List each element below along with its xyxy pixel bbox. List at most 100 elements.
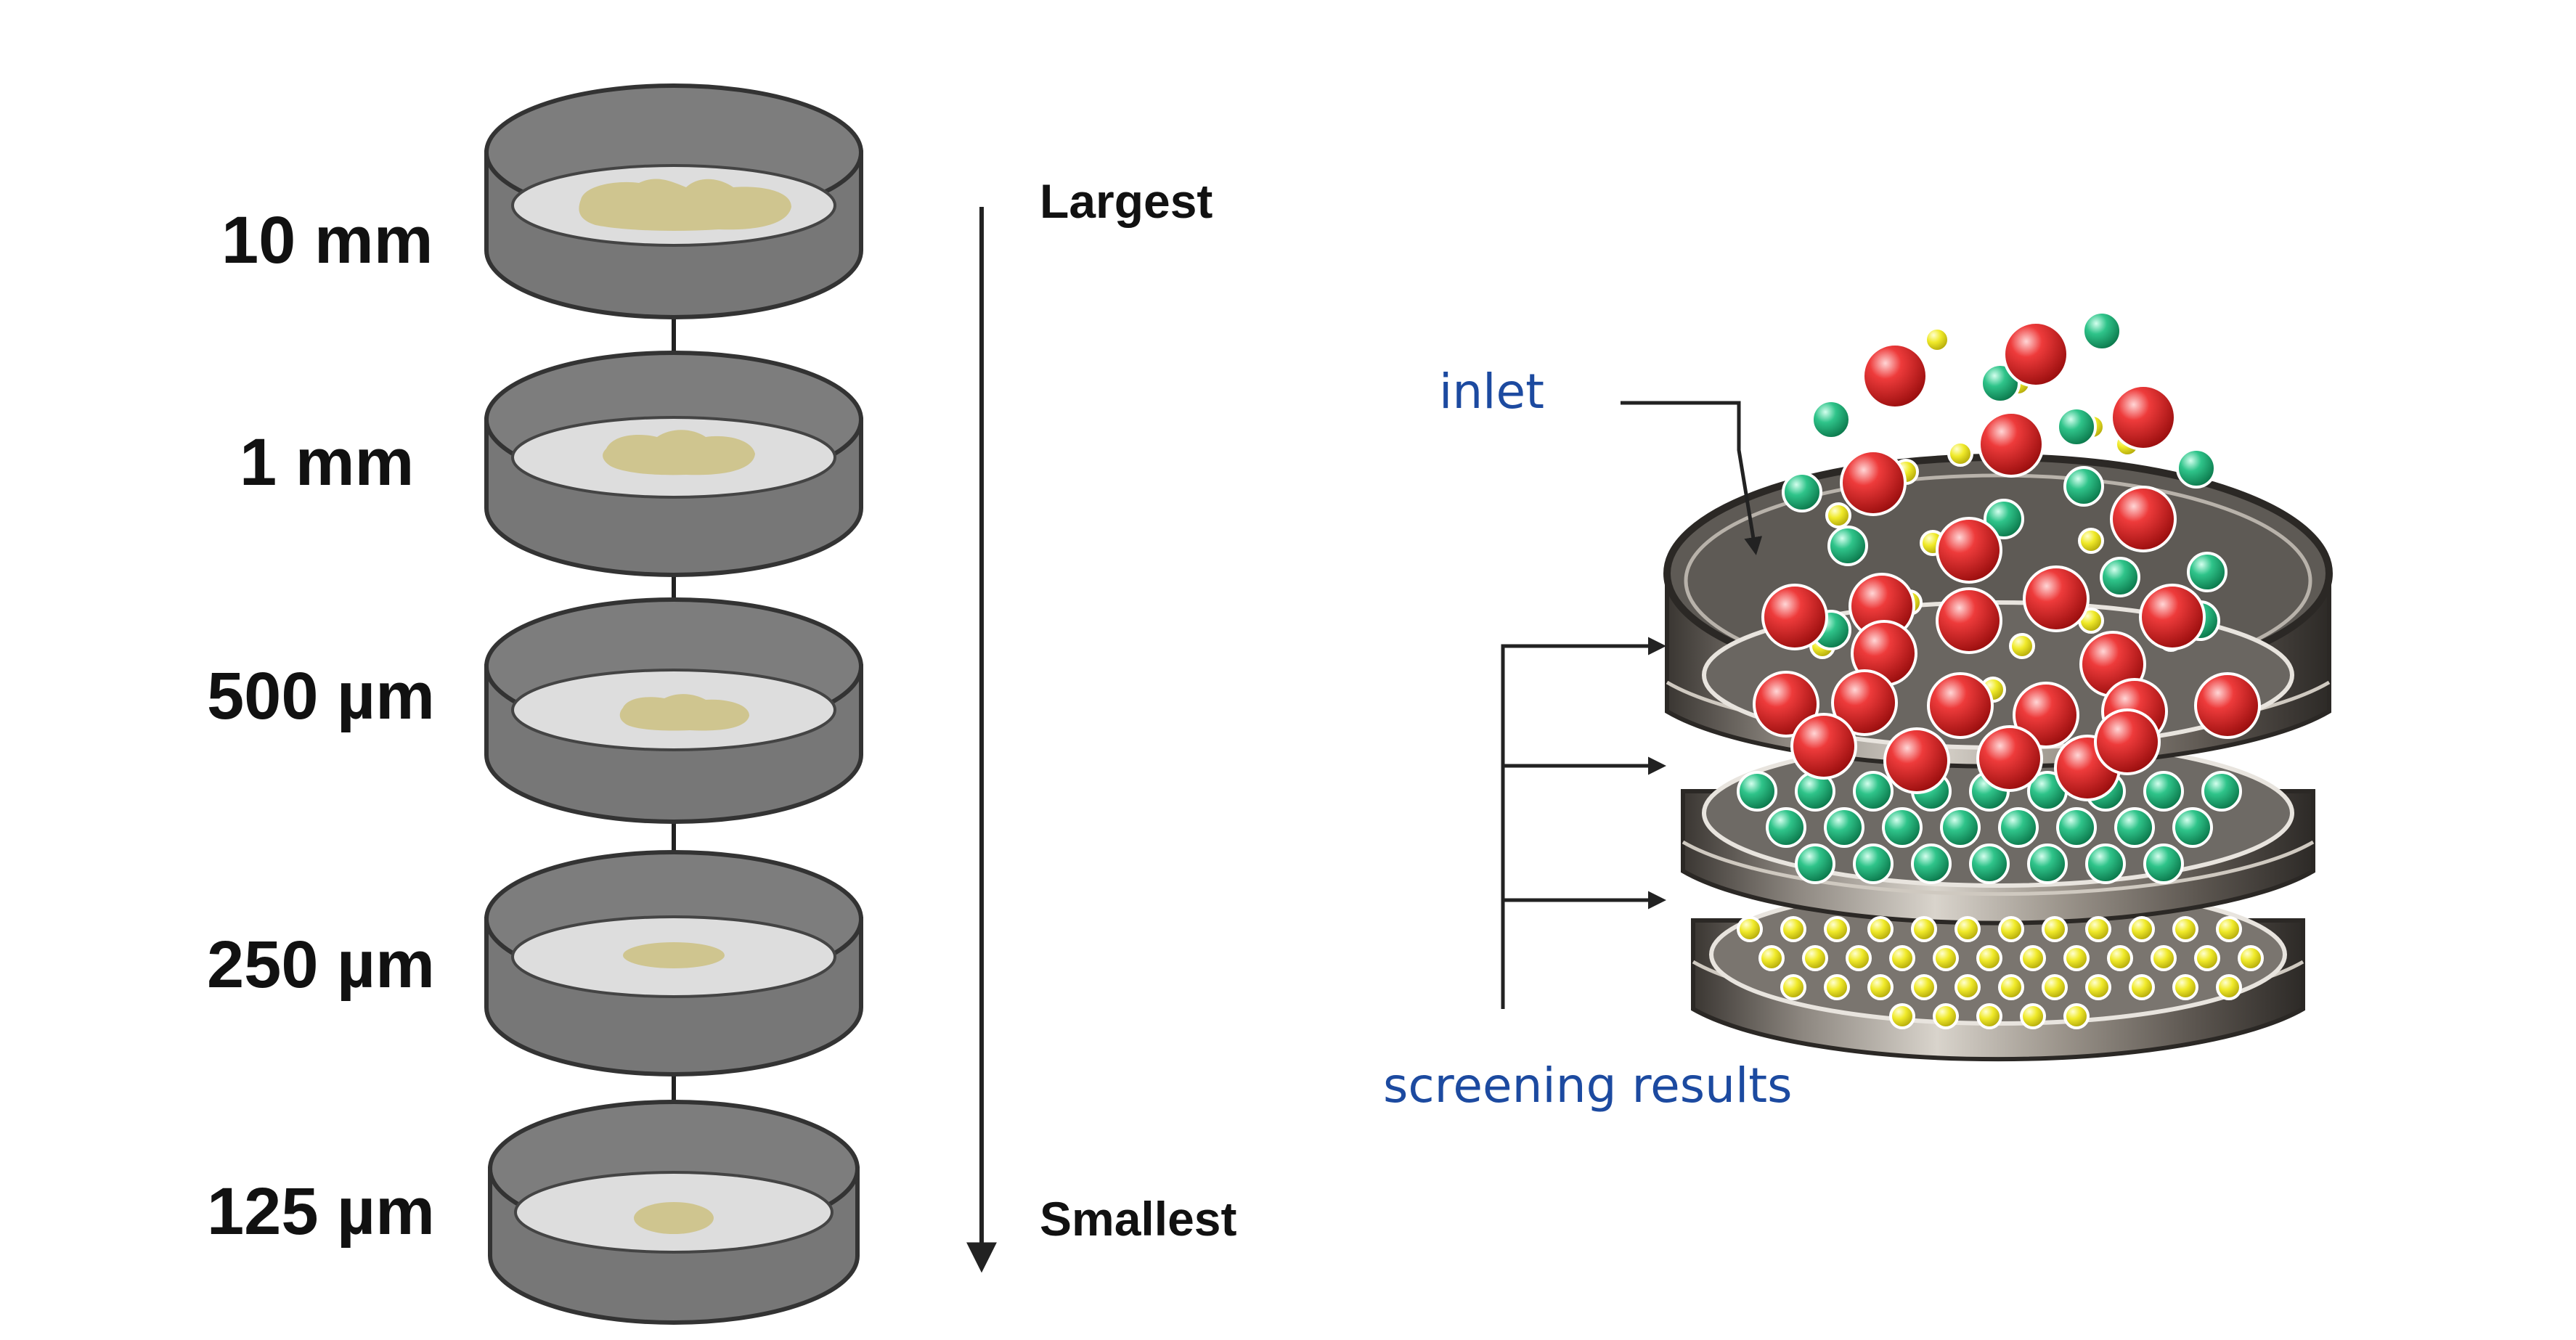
large-particle [2110,486,2177,552]
medium-particle [2143,843,2184,884]
small-particle [2194,945,2220,971]
medium-particle [2063,466,2104,507]
small-particle [1955,916,1981,942]
small-particle [1802,945,1828,971]
small-particle [1976,1003,2002,1029]
small-particle [2107,945,2133,971]
small-particle [2216,916,2242,942]
large-particle [1927,672,1994,739]
sieve-125um [488,1100,860,1325]
large-particle [2002,321,2069,388]
sieve-stack: 10 mm 1 mm 500 µm 250 µm [207,83,863,1325]
medium-particle [2027,843,2068,884]
sample-deposit [623,942,725,968]
small-particle [2063,1003,2090,1029]
small-particle [1867,916,1894,942]
medium-particle [2114,807,2155,848]
large-particle [2139,584,2206,650]
large-particle [2013,682,2079,748]
medium-particle [2187,552,2227,592]
small-particle [2042,916,2068,942]
small-particle [2172,974,2198,1000]
small-particle [1889,945,1915,971]
medium-particle [1998,807,2039,848]
small-particle [2129,916,2155,942]
medium-particle [2056,807,2097,848]
sieve-10mm [484,83,863,319]
size-order-indicator: Largest Smallest [966,174,1236,1273]
small-particle [1933,945,1959,971]
medium-particle [1911,843,1952,884]
small-particle [1889,1003,1915,1029]
small-particle [1998,916,2024,942]
small-particle [2085,916,2111,942]
medium-particle [1766,807,1806,848]
medium-particle [2172,807,2213,848]
medium-particle [1811,399,1851,440]
large-particle [1840,449,1907,516]
medium-particle [2100,557,2140,597]
small-particle [1955,974,1981,1000]
largest-label: Largest [1040,174,1212,228]
small-particle [1780,974,1806,1000]
vibrating-sieve-illustration: inlet screening results [1383,311,2333,1114]
small-particle [2063,945,2090,971]
small-particle [1924,327,1950,353]
large-particle [1978,411,2045,478]
sieve-size-label: 125 µm [207,1174,435,1249]
small-particle [2042,974,2068,1000]
small-particle [1976,945,2002,971]
sieve-size-label: 500 µm [207,659,435,733]
medium-particle [1969,843,2010,884]
small-particle [1825,502,1851,528]
medium-particle [2085,843,2126,884]
smallest-label: Smallest [1040,1192,1236,1246]
sieve-1mm [484,351,863,577]
sieve-size-label: 250 µm [207,928,435,1002]
small-particle [1947,441,1973,467]
sieve-size-label: 1 mm [240,425,414,499]
large-particle [1976,725,2043,792]
large-particle [1761,584,1828,650]
small-particle [1911,974,1937,1000]
small-particle [1867,974,1894,1000]
small-particle [1846,945,1872,971]
medium-particle [1795,843,1835,884]
small-particle [2009,633,2035,659]
large-particle [1753,671,1819,738]
small-particle [2020,1003,2046,1029]
medium-particle [2143,771,2184,812]
large-particle [2094,708,2161,775]
large-particle [2194,672,2261,739]
medium-particle [2201,771,2242,812]
large-particle [1936,517,2002,584]
small-particle [1824,974,1850,1000]
sieve-500um [484,597,863,824]
sample-deposit [634,1202,714,1234]
medium-particle [1827,526,1868,566]
sieve-250um [484,850,863,1077]
medium-particle [1782,472,1822,512]
small-particle [2129,974,2155,1000]
small-particle [1911,916,1937,942]
medium-particle [1940,807,1981,848]
small-particle [2151,945,2177,971]
inlet-pointer [1621,401,1763,555]
small-particle [2172,916,2198,942]
small-particle [2216,974,2242,1000]
large-particle [1936,587,2002,654]
small-particle [1758,945,1785,971]
small-particle [2238,945,2264,971]
small-particle [1998,974,2024,1000]
results-pointer [1501,637,1666,1009]
large-particle [2110,384,2177,451]
small-particle [2078,528,2104,554]
sample-deposit [579,179,791,231]
small-particle [1737,916,1763,942]
large-particle [2023,565,2090,632]
small-particle [2085,974,2111,1000]
large-particle [1883,727,1950,794]
small-particle [1824,916,1850,942]
particles-large [1753,321,2261,801]
